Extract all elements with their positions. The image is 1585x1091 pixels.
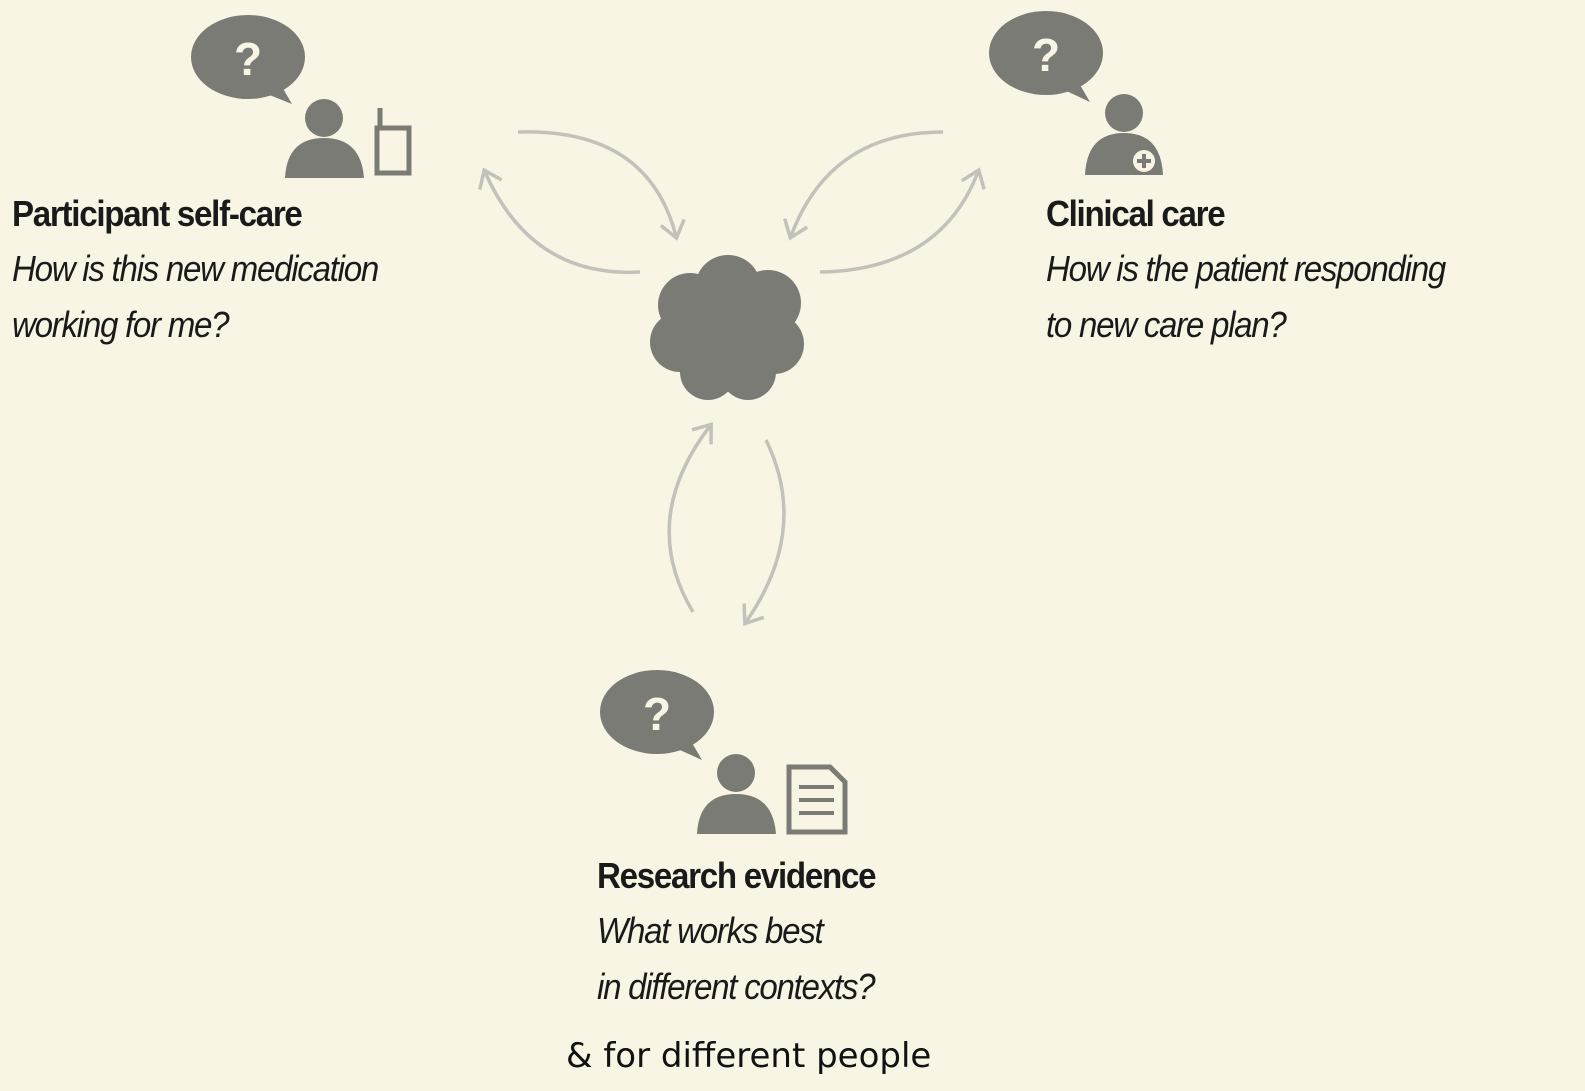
clinician-icon — [1085, 94, 1163, 175]
research-question-line-1: What works best — [597, 910, 824, 951]
svg-text:?: ? — [234, 33, 262, 85]
arrow-hub-to-self-care — [478, 167, 641, 275]
svg-text:?: ? — [1032, 29, 1060, 81]
research-question-bubble-icon: ? — [600, 670, 714, 760]
phone-icon — [374, 108, 412, 176]
research-node: Research evidence What works best in dif… — [597, 855, 899, 1016]
arrow-hub-to-clinical — [819, 167, 986, 274]
self-care-question-bubble-icon: ? — [191, 15, 305, 104]
document-icon — [786, 764, 848, 835]
arrow-self-care-to-hub — [517, 130, 686, 241]
self-care-title: Participant self-care — [12, 193, 303, 234]
research-question-line-2: in different contexts? — [597, 966, 876, 1007]
cloud-icon — [650, 255, 804, 400]
self-care-person-icon — [285, 99, 364, 178]
arrow-research-to-hub — [667, 422, 713, 613]
footnote: & for different people — [566, 1036, 932, 1076]
clinical-question-line-2: to new care plan? — [1046, 304, 1287, 345]
self-care-question-line-1: How is this new medication — [12, 248, 379, 289]
research-person-icon — [697, 754, 776, 834]
research-title: Research evidence — [597, 855, 877, 896]
svg-text:?: ? — [643, 688, 671, 740]
clinical-node: Clinical care How is the patient respond… — [1046, 193, 1480, 354]
arrow-clinical-to-hub — [783, 130, 944, 241]
arrow-hub-to-research — [742, 439, 786, 627]
clinical-question-bubble-icon: ? — [989, 11, 1103, 102]
self-care-question-line-2: working for me? — [12, 304, 230, 345]
self-care-node: Participant self-care How is this new me… — [12, 193, 410, 354]
clinical-question-line-1: How is the patient responding — [1046, 248, 1446, 289]
clinical-title: Clinical care — [1046, 193, 1226, 234]
